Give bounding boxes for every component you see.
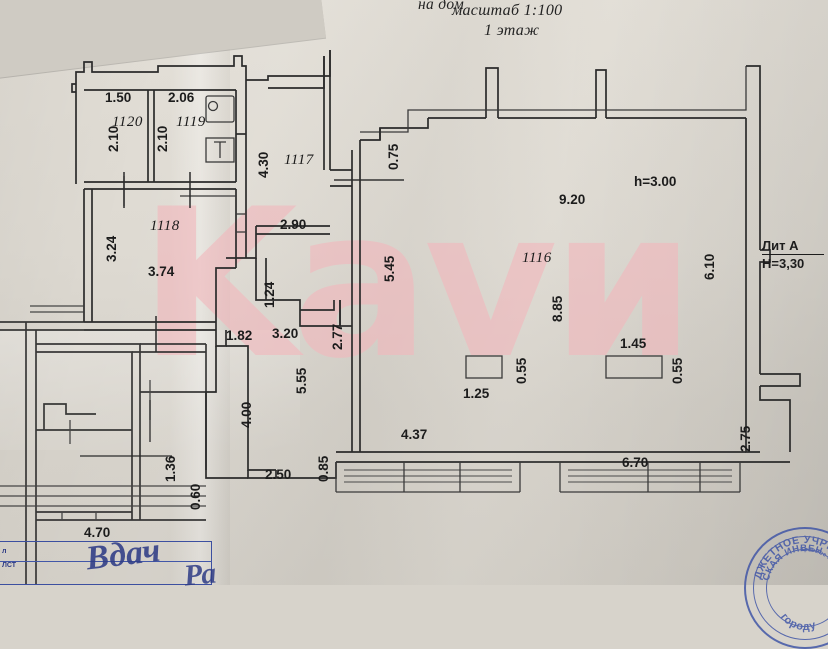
dim-counter2-width: 1.45	[620, 336, 647, 351]
building-literal-box: Лит А H=3,30	[762, 238, 824, 271]
dim-060: 0.60	[188, 483, 203, 510]
dim-counter2-height: 0.55	[670, 357, 685, 384]
dim-250: 2.50	[265, 467, 292, 482]
dim-1117-width: 2.90	[280, 217, 307, 232]
dim-182: 1.82	[226, 328, 253, 343]
lower-middle-walls	[205, 258, 352, 479]
dim-320: 3.20	[272, 326, 299, 341]
dim-124: 1.24	[262, 281, 277, 308]
dimension-leaders	[80, 172, 404, 457]
dim-075: 0.75	[386, 143, 401, 170]
lit-divider	[762, 254, 824, 255]
form-field-left: л	[2, 548, 7, 555]
door-openings-top	[123, 172, 191, 208]
dim-136: 1.36	[163, 455, 178, 482]
room-label-1117: 1117	[284, 152, 314, 168]
header-scale: масштаб 1:100	[452, 2, 563, 19]
bottom-windows-hatching	[335, 461, 741, 493]
stamp-text-svg: ДЖЕТНОЕ УЧРЕ СКАЯ ИНВЕН Краевое БТИ горо…	[752, 534, 828, 633]
building-height-label: H=3,30	[762, 256, 805, 271]
dim-counter1-width: 1.25	[463, 386, 490, 401]
dim-277: 2.77	[330, 323, 345, 350]
dim-1118-width: 3.74	[148, 264, 175, 279]
header-floor: 1 этаж	[484, 22, 540, 39]
dim-085: 0.85	[316, 455, 331, 482]
dim-545: 5.45	[382, 255, 397, 282]
stamp-line-3: городу	[778, 611, 818, 633]
dim-555: 5.55	[294, 367, 309, 394]
dim-470: 4.70	[84, 525, 111, 540]
official-round-stamp: ДЖЕТНОЕ УЧРЕ СКАЯ ИНВЕН Краевое БТИ горо…	[744, 527, 828, 649]
floor-plan-drawing	[0, 50, 801, 585]
room-1118-walls	[83, 189, 247, 331]
rooms-1120-1119-walls	[71, 55, 247, 190]
form-field-left2: ЛСТ	[2, 562, 17, 569]
dim-670: 6.70	[622, 455, 649, 470]
room-label-1120: 1120	[112, 114, 143, 130]
counter-1	[465, 355, 503, 379]
lit-label: Лит А	[762, 238, 799, 253]
room-1116-walls	[336, 65, 801, 463]
dim-counter1-height: 0.55	[514, 357, 529, 384]
dim-1119-height: 2.10	[155, 125, 170, 152]
dim-610: 6.10	[702, 253, 717, 280]
dim-1118-height: 3.24	[104, 235, 119, 262]
signature-2: Ра	[182, 556, 218, 593]
room-label-1116: 1116	[522, 250, 552, 266]
dim-1116-height: 8.85	[550, 295, 565, 322]
dim-1120-width: 1.50	[105, 90, 132, 105]
dim-1119-width: 2.06	[168, 90, 195, 105]
form-divider-1	[0, 561, 212, 562]
header-partial-text: на дом	[418, 0, 465, 13]
room-label-1119: 1119	[176, 114, 206, 130]
dim-ceiling-height: h=3.00	[634, 174, 677, 189]
room-label-1118: 1118	[150, 218, 180, 234]
dim-1117-height: 4.30	[256, 151, 271, 178]
dim-437: 4.37	[401, 427, 428, 442]
dim-400: 4.00	[239, 401, 254, 428]
equipment-rectangles	[465, 355, 663, 379]
dim-275: 2.75	[738, 425, 753, 452]
sanitary-fixtures	[205, 95, 235, 163]
dim-1116-width: 9.20	[559, 192, 586, 207]
room-1117-walls	[246, 50, 404, 259]
counter-2	[605, 355, 663, 379]
